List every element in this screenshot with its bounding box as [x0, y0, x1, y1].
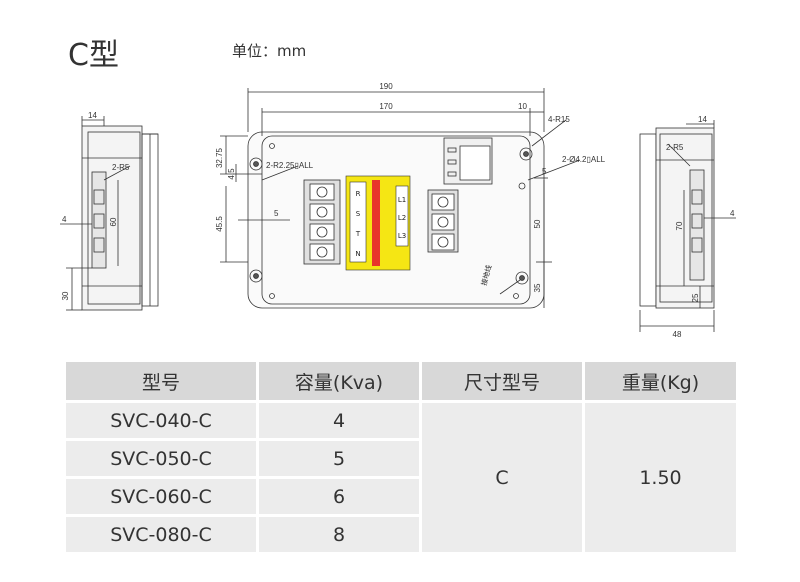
terminal-label-l3: L3 — [398, 232, 406, 240]
dim-side-r5: 2-R5 — [112, 163, 130, 172]
dim-5a: 5 — [274, 209, 279, 218]
cell-model: SVC-080-C — [66, 514, 256, 552]
header-model: 型号 — [66, 362, 256, 400]
dim-left-45: 4.5 — [227, 168, 236, 180]
table-row: SVC-050-C 5 — [66, 438, 736, 476]
dim-side-30: 30 — [61, 291, 70, 300]
terminal-label-l1: L1 — [398, 196, 406, 204]
technical-drawing: 190 170 10 4-R15 2-R2.25▯ALL 2-Ø4.2▯ALL … — [60, 82, 736, 339]
dim-right-48: 48 — [673, 330, 682, 339]
right-side-view — [639, 120, 736, 332]
dim-side-4: 4 — [62, 215, 67, 224]
terminal-label-l2: L2 — [398, 214, 406, 222]
dim-hole-d4: 2-Ø4.2▯ALL — [562, 155, 606, 164]
unit-label: 单位：mm — [232, 42, 307, 60]
terminal-label-s: S — [356, 210, 361, 218]
header-capacity: 容量(Kva) — [256, 362, 419, 400]
dim-right-25: 25 — [691, 293, 700, 302]
table-header-row: 型号 容量(Kva) 尺寸型号 重量(Kg) — [66, 362, 736, 400]
dim-right-r5: 2-R5 — [666, 143, 684, 152]
dim-right-70: 70 — [675, 221, 684, 230]
dim-right-14: 14 — [698, 115, 707, 124]
cell-capacity: 6 — [256, 476, 419, 514]
dim-corner-holes: 4-R15 — [548, 115, 570, 124]
cell-capacity: 4 — [256, 400, 419, 438]
header-size: 尺寸型号 — [419, 362, 582, 400]
spec-table: 型号 容量(Kva) 尺寸型号 重量(Kg) SVC-040-C 4 C 1.5… — [66, 362, 736, 552]
left-side-view — [60, 116, 159, 311]
cell-model: SVC-050-C — [66, 438, 256, 476]
dim-left-3275: 32.75 — [215, 147, 224, 168]
dim-left-455: 45.5 — [215, 216, 224, 232]
cell-weight: 1.50 — [582, 400, 736, 552]
terminal-label-r: R — [356, 190, 361, 198]
header-weight: 重量(Kg) — [582, 362, 736, 400]
dim-side-14: 14 — [88, 111, 97, 120]
cell-capacity: 5 — [256, 438, 419, 476]
page-title: C型 — [68, 38, 119, 73]
cell-capacity: 8 — [256, 514, 419, 552]
table-row: SVC-040-C 4 C 1.50 — [66, 400, 736, 552]
dim-side-60: 60 — [109, 217, 118, 226]
cell-size-model: C — [419, 400, 582, 552]
table-row: SVC-060-C 6 — [66, 476, 736, 514]
dim-5b: 5 — [542, 167, 547, 176]
cell-model: SVC-040-C — [66, 400, 256, 438]
dim-right-4: 4 — [730, 209, 735, 218]
dim-hole-r2: 2-R2.25▯ALL — [266, 161, 314, 170]
dim-right-35: 35 — [533, 283, 542, 292]
dim-inner-length: 170 — [379, 102, 393, 111]
terminal-label-n: N — [355, 250, 360, 258]
dim-right-50: 50 — [533, 219, 542, 228]
terminal-label-t: T — [355, 230, 361, 238]
table-row: SVC-080-C 8 — [66, 514, 736, 552]
dim-flange: 10 — [518, 102, 527, 111]
dim-overall-length: 190 — [379, 82, 393, 91]
cell-model: SVC-060-C — [66, 476, 256, 514]
